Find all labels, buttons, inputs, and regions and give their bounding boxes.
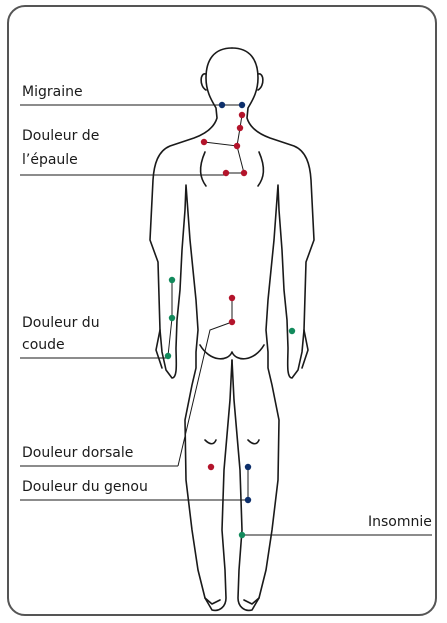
shoulder-point-1 (201, 139, 207, 145)
knee-point-2 (245, 497, 251, 503)
pain-points (165, 102, 295, 538)
knee-point-1 (245, 464, 251, 470)
elbow-point-2 (169, 315, 175, 321)
label-shoulder-line2: l’épaule (22, 151, 78, 169)
neck-point-2 (237, 125, 243, 131)
label-back: Douleur dorsale (22, 444, 133, 462)
back-point-2 (229, 319, 235, 325)
label-shoulder-line1: Douleur de (22, 127, 99, 145)
shoulder-point-2 (223, 170, 229, 176)
neck-point-3 (234, 143, 240, 149)
label-migraine: Migraine (22, 83, 83, 101)
neck-point-1 (239, 112, 245, 118)
back-point-thigh (208, 464, 214, 470)
label-elbow-line1: Douleur du (22, 314, 100, 332)
shoulder-point-3 (241, 170, 247, 176)
label-elbow-line2: coude (22, 336, 65, 354)
elbow-point-right (289, 328, 295, 334)
elbow-point-1 (169, 277, 175, 283)
back-point-1 (229, 295, 235, 301)
label-insomnia: Insomnie (368, 513, 432, 531)
insomnia-point (239, 532, 245, 538)
point-connectors (168, 105, 248, 500)
elbow-point-3 (165, 353, 171, 359)
migraine-point-right (239, 102, 245, 108)
label-knee: Douleur du genou (22, 478, 148, 496)
migraine-point-left (219, 102, 225, 108)
